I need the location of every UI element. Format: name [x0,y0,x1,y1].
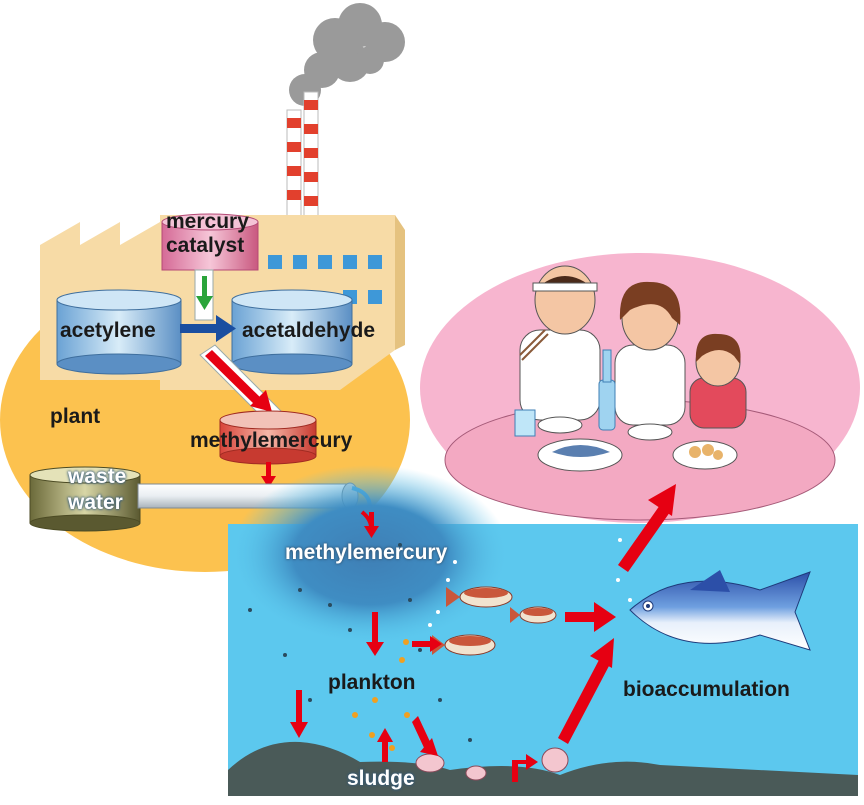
food-dishes [537,416,738,472]
orange-particles [352,639,410,751]
glass-icon [514,409,536,437]
mother-figure [614,281,686,426]
catalyst-label: catalyst [166,234,245,257]
child-figure [689,333,747,429]
bottle-icon [598,349,616,431]
father-figure [519,265,601,421]
green-flow-arrow [196,276,213,310]
waste-label: waste [68,465,127,488]
sludge-label: sludge [347,767,415,790]
acetaldehyde-tank [231,289,353,375]
smoke-cloud-icon [289,3,405,106]
acetaldehyde-label: acetaldehyde [242,319,376,342]
plankton-label: plankton [328,671,416,694]
sea-floor [228,741,858,796]
mercury-particles [248,543,472,742]
red-flow-arrow-plant [205,350,272,412]
red-arrows-sea [290,484,676,782]
chimney-icon [286,91,319,219]
small-fish-icon [510,606,557,624]
methylmercury-plant-label: methylemercury [190,429,353,452]
plant-label: plant [50,405,101,428]
methylmercury-sea-label: methylemercury [285,541,448,564]
acetylene-label: acetylene [60,319,156,342]
bubbles [428,538,632,627]
shellfish-icon [415,747,569,781]
acetylene-tank [56,289,182,375]
water-label: water [68,491,123,514]
red-down-arrow-plant [261,462,276,488]
mercury-label: mercury [166,210,249,233]
methylmercury-cloud [230,465,510,645]
mercury-catalyst-tank [161,213,259,271]
small-fish-icon [446,586,513,608]
methylmercury-tank [219,410,317,465]
outflow-stream [360,510,374,531]
large-fish-icon [629,570,811,651]
bioaccumulation-label: bioaccumulation [623,678,790,701]
blue-flow-arrow [180,315,236,342]
waste-water-tank [29,466,141,532]
